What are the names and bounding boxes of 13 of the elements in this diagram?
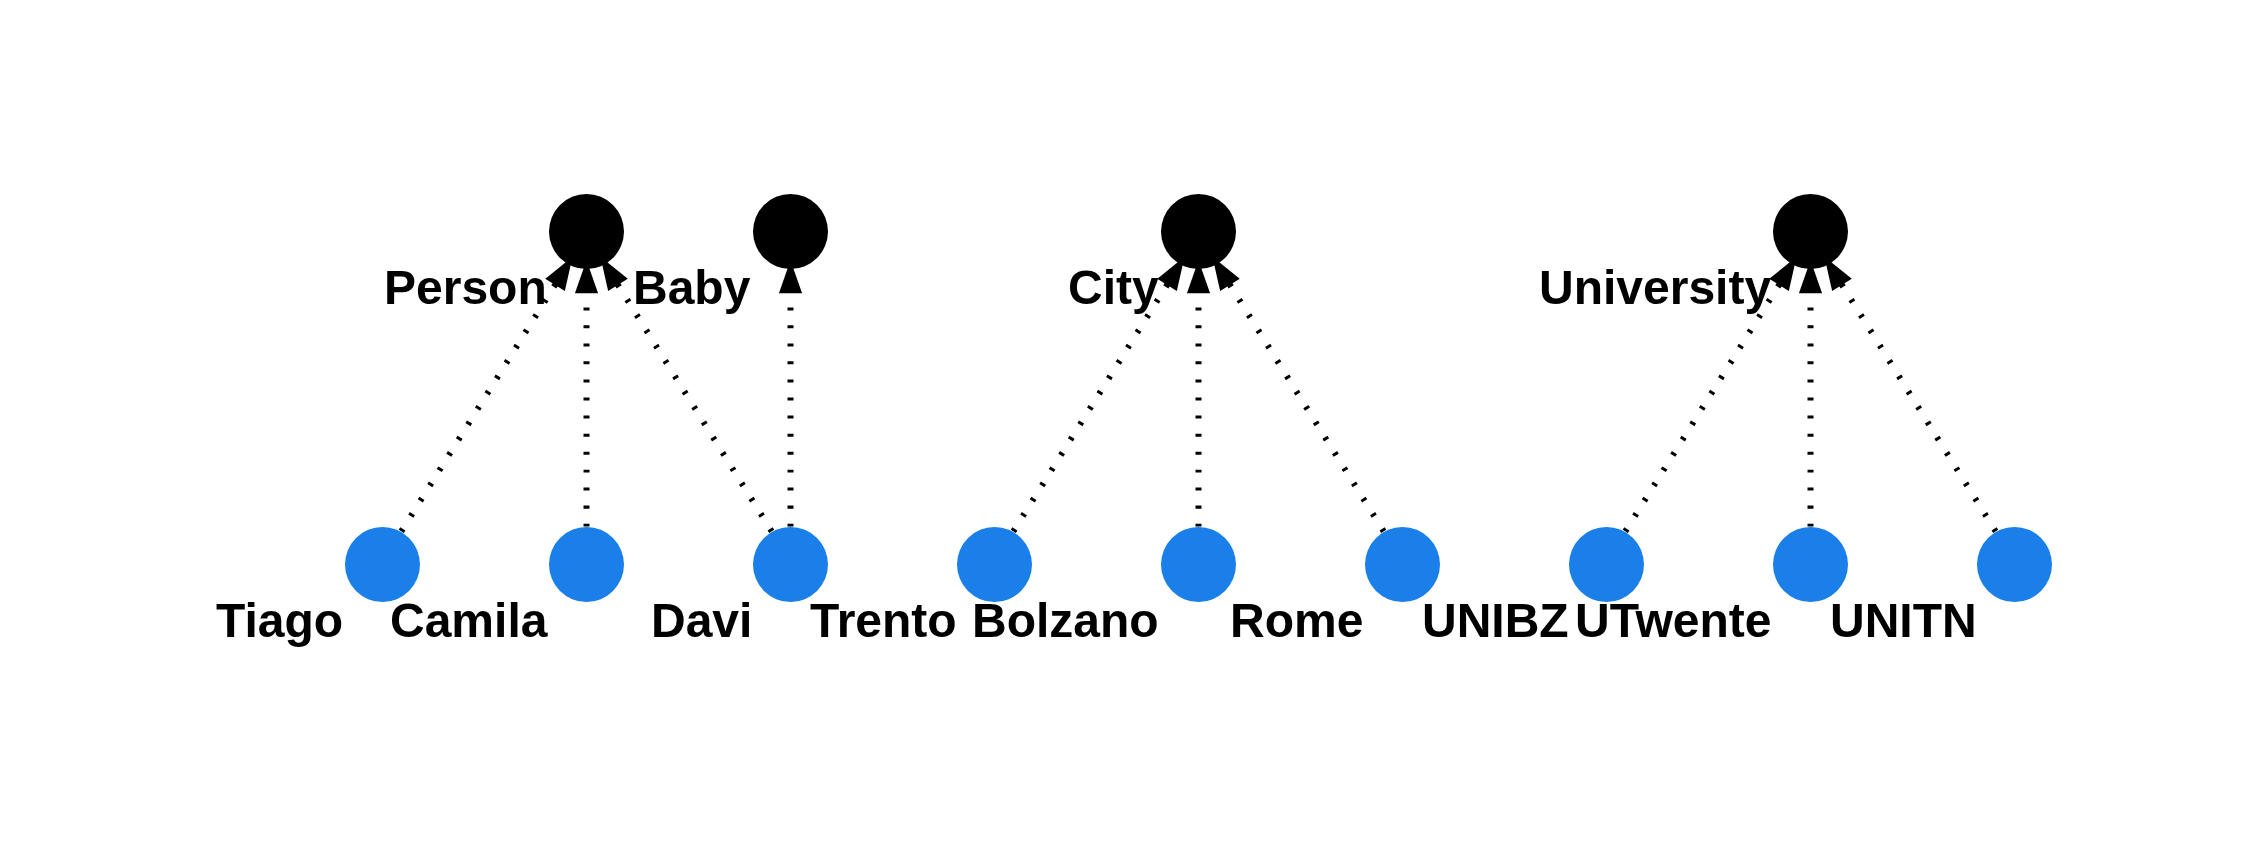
- node-label: Tiago: [215, 593, 343, 647]
- node-label: UNITN: [1829, 593, 1977, 647]
- node-label: UNIBZ: [1421, 593, 1569, 647]
- node-label: Rome: [1229, 593, 1363, 647]
- node-label: Camila: [389, 593, 547, 647]
- node-label: City: [1067, 260, 1159, 314]
- node-label: Person: [383, 260, 547, 314]
- node-label: University: [1538, 260, 1771, 314]
- node-label: Bolzano: [971, 593, 1159, 647]
- node-label: Trento: [809, 593, 957, 647]
- node-label: UTwente: [1574, 593, 1771, 647]
- node-label: Davi: [650, 593, 752, 647]
- node-label: Baby: [632, 260, 750, 314]
